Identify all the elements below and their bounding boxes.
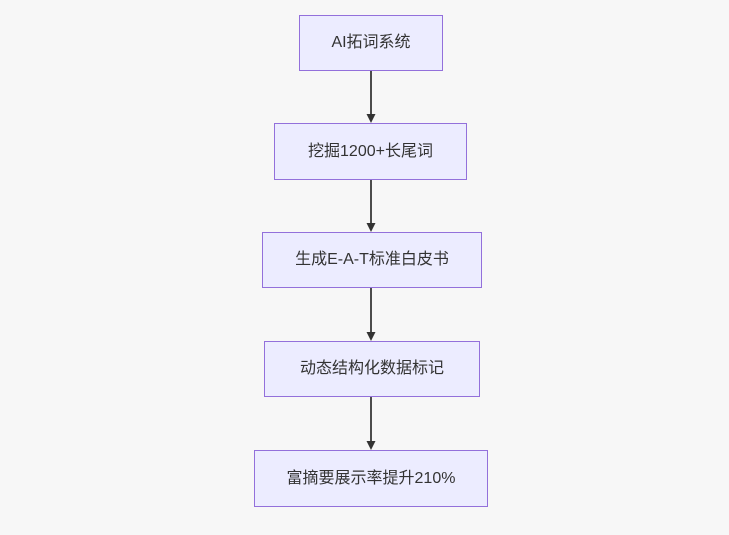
- flowchart-node-structured-data: 动态结构化数据标记: [264, 341, 480, 397]
- flowchart-node-eat-whitepaper: 生成E-A-T标准白皮书: [262, 232, 482, 288]
- node-label: 富摘要展示率提升210%: [286, 469, 456, 487]
- flowchart-node-rich-snippet-result: 富摘要展示率提升210%: [254, 450, 488, 507]
- node-label: 挖掘1200+长尾词: [308, 142, 433, 160]
- flowchart-node-longtail-mining: 挖掘1200+长尾词: [274, 123, 467, 180]
- node-label: 生成E-A-T标准白皮书: [295, 251, 449, 269]
- flowchart-node-ai-word-system: AI拓词系统: [299, 15, 443, 71]
- node-label: 动态结构化数据标记: [299, 360, 444, 378]
- node-label: AI拓词系统: [331, 34, 411, 52]
